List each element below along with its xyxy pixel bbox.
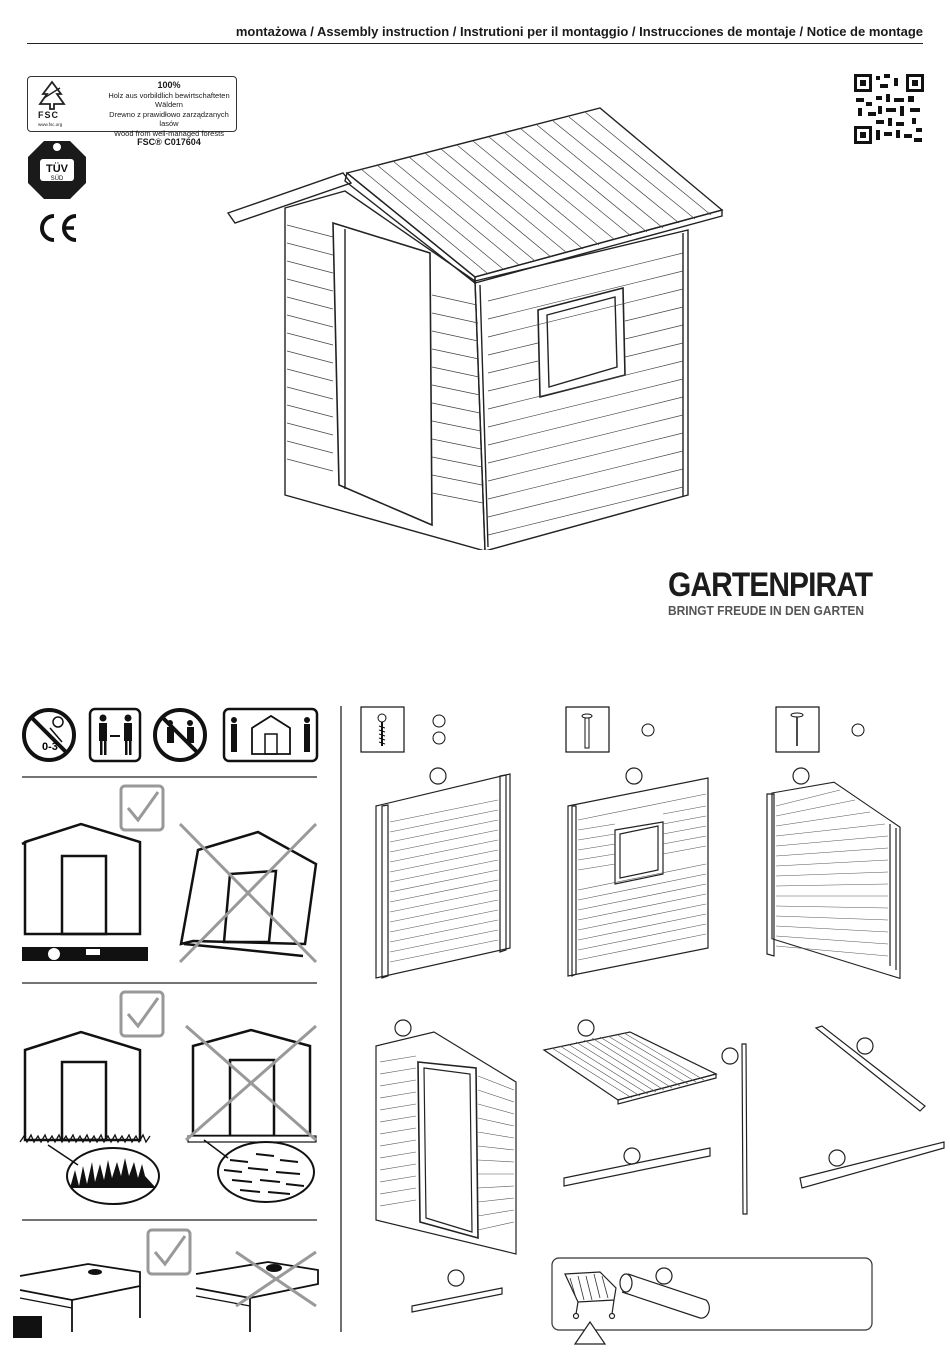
fsc-percent: 100% <box>157 80 181 90</box>
fsc-line-en: Wood from well-managed forests <box>114 128 224 138</box>
header-rule <box>27 43 923 44</box>
column-divider <box>340 706 342 1332</box>
check-icon <box>119 990 165 1038</box>
level-foundation-diagram <box>21 784 318 964</box>
tuv-sud-badge: TÜV SÜD <box>28 141 86 199</box>
parts-walls-row <box>375 767 901 980</box>
check-icon <box>119 784 165 832</box>
ce-mark <box>40 214 77 242</box>
parts-door-roof-row <box>375 1019 945 1255</box>
brand-tagline: BRINGT FREUDE IN DEN GARTEN <box>668 603 865 618</box>
fsc-logo-label: FSC <box>38 110 59 120</box>
screw-icon <box>360 706 405 753</box>
brand-name: GARTENPIRAT <box>668 566 873 604</box>
header-title: montażowa / Assembly instruction / Instr… <box>235 24 923 39</box>
fsc-text-block: 100% Holz aus vorbildlich bewirtschaftet… <box>105 80 233 148</box>
fsc-tree-icon <box>38 80 66 110</box>
fsc-line-de: Holz aus vorbildlich bewirtschafteten Wä… <box>108 90 230 110</box>
no-children-icon: 0-3 <box>22 708 76 762</box>
fsc-license: FSC® C017604 <box>137 137 201 147</box>
brand-logo: GARTENPIRAT BRINGT FREUDE IN DEN GARTEN <box>668 566 900 618</box>
left-section-rules <box>22 776 317 1221</box>
no-persons-icon <box>153 708 207 762</box>
page-number-block <box>13 1316 42 1338</box>
check-icon <box>146 1228 192 1276</box>
foundation-fixing-diagram <box>19 1228 319 1332</box>
ground-surface-diagram <box>19 990 317 1205</box>
fsc-line-pl: Drewno z prawidłowo zarządzanych lasów <box>109 109 229 129</box>
fsc-url: www.fsc.org <box>38 122 63 127</box>
age-label: 0-3 <box>42 741 58 753</box>
qr-code[interactable] <box>854 74 924 144</box>
playhouse-illustration <box>226 107 724 550</box>
roofing-felt-roll-icon <box>619 1273 710 1319</box>
fsc-certificate: FSC www.fsc.org 100% Holz aus vorbildlic… <box>27 76 237 147</box>
shopping-cart-icon <box>564 1271 617 1320</box>
nail-icon <box>775 706 820 753</box>
two-persons-house-icon <box>222 707 319 763</box>
hardware-row <box>360 706 865 753</box>
warning-icons-row: 0-3 <box>22 707 319 763</box>
long-screw-icon <box>565 706 610 753</box>
tuv-label: TÜV <box>46 162 69 175</box>
two-persons-icon <box>88 707 142 763</box>
tuv-sub: SÜD <box>51 175 64 182</box>
parts-accessories-row <box>411 1257 873 1345</box>
